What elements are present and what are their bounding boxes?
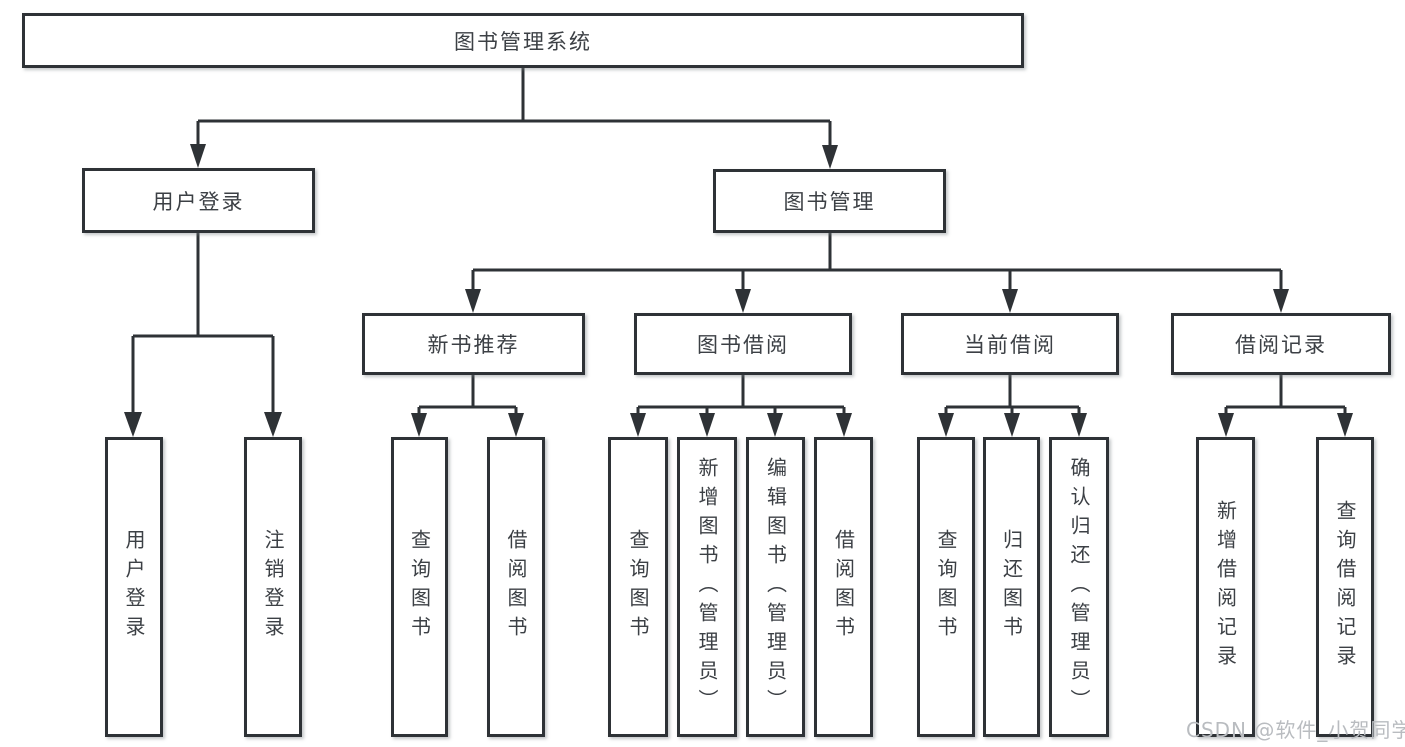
node-book-management: 图书管理	[713, 169, 946, 233]
leaf-edit-book-admin-label: 编辑图书（管理员）	[763, 456, 788, 718]
leaf-borrow-books-recommend: 借阅图书	[487, 437, 545, 737]
leaf-add-borrow-record: 新增借阅记录	[1196, 437, 1255, 737]
leaf-query-books-recommend-label: 查询图书	[407, 529, 432, 645]
csdn-watermark: CSDN @软件_小贺同学	[1186, 718, 1405, 742]
node-book-borrow-label: 图书借阅	[697, 333, 789, 357]
node-borrow-records-label: 借阅记录	[1235, 333, 1327, 357]
leaf-edit-book-admin: 编辑图书（管理员）	[746, 437, 805, 737]
node-current-borrow: 当前借阅	[901, 313, 1119, 375]
node-new-book-recommend-label: 新书推荐	[427, 333, 520, 357]
leaf-query-borrow-record-label: 查询借阅记录	[1333, 500, 1357, 674]
node-new-book-recommend: 新书推荐	[362, 313, 585, 375]
leaf-return-book: 归还图书	[983, 437, 1040, 737]
node-library-system-label: 图书管理系统	[454, 29, 592, 54]
node-book-borrow: 图书借阅	[634, 313, 852, 375]
leaf-query-books-current: 查询图书	[917, 437, 975, 737]
leaf-add-book-admin-label: 新增图书（管理员）	[695, 456, 719, 718]
leaf-user-login: 用户登录	[105, 437, 163, 737]
leaf-query-books-recommend: 查询图书	[391, 437, 448, 737]
leaf-logout: 注销登录	[244, 437, 302, 737]
node-current-borrow-label: 当前借阅	[964, 333, 1056, 357]
node-borrow-records: 借阅记录	[1171, 313, 1391, 375]
leaf-logout-label: 注销登录	[261, 529, 285, 645]
leaf-confirm-return-admin-label: 确认归还（管理员）	[1067, 456, 1091, 718]
node-user-login: 用户登录	[82, 168, 315, 233]
node-book-management-label: 图书管理	[783, 190, 876, 214]
node-user-login-label: 用户登录	[152, 189, 245, 214]
leaf-query-books-current-label: 查询图书	[934, 529, 958, 645]
leaf-query-books-borrow: 查询图书	[608, 437, 668, 737]
node-library-system: 图书管理系统	[22, 13, 1024, 68]
leaf-borrow-books: 借阅图书	[814, 437, 873, 737]
leaf-confirm-return-admin: 确认归还（管理员）	[1049, 437, 1109, 737]
leaf-return-book-label: 归还图书	[999, 529, 1024, 645]
leaf-query-books-borrow-label: 查询图书	[626, 529, 650, 645]
leaf-add-borrow-record-label: 新增借阅记录	[1213, 500, 1238, 674]
leaf-user-login-label: 用户登录	[122, 529, 146, 645]
leaf-borrow-books-label: 借阅图书	[831, 529, 856, 645]
leaf-add-book-admin: 新增图书（管理员）	[677, 437, 737, 737]
leaf-borrow-books-recommend-label: 借阅图书	[504, 529, 528, 645]
leaf-query-borrow-record: 查询借阅记录	[1316, 437, 1374, 737]
